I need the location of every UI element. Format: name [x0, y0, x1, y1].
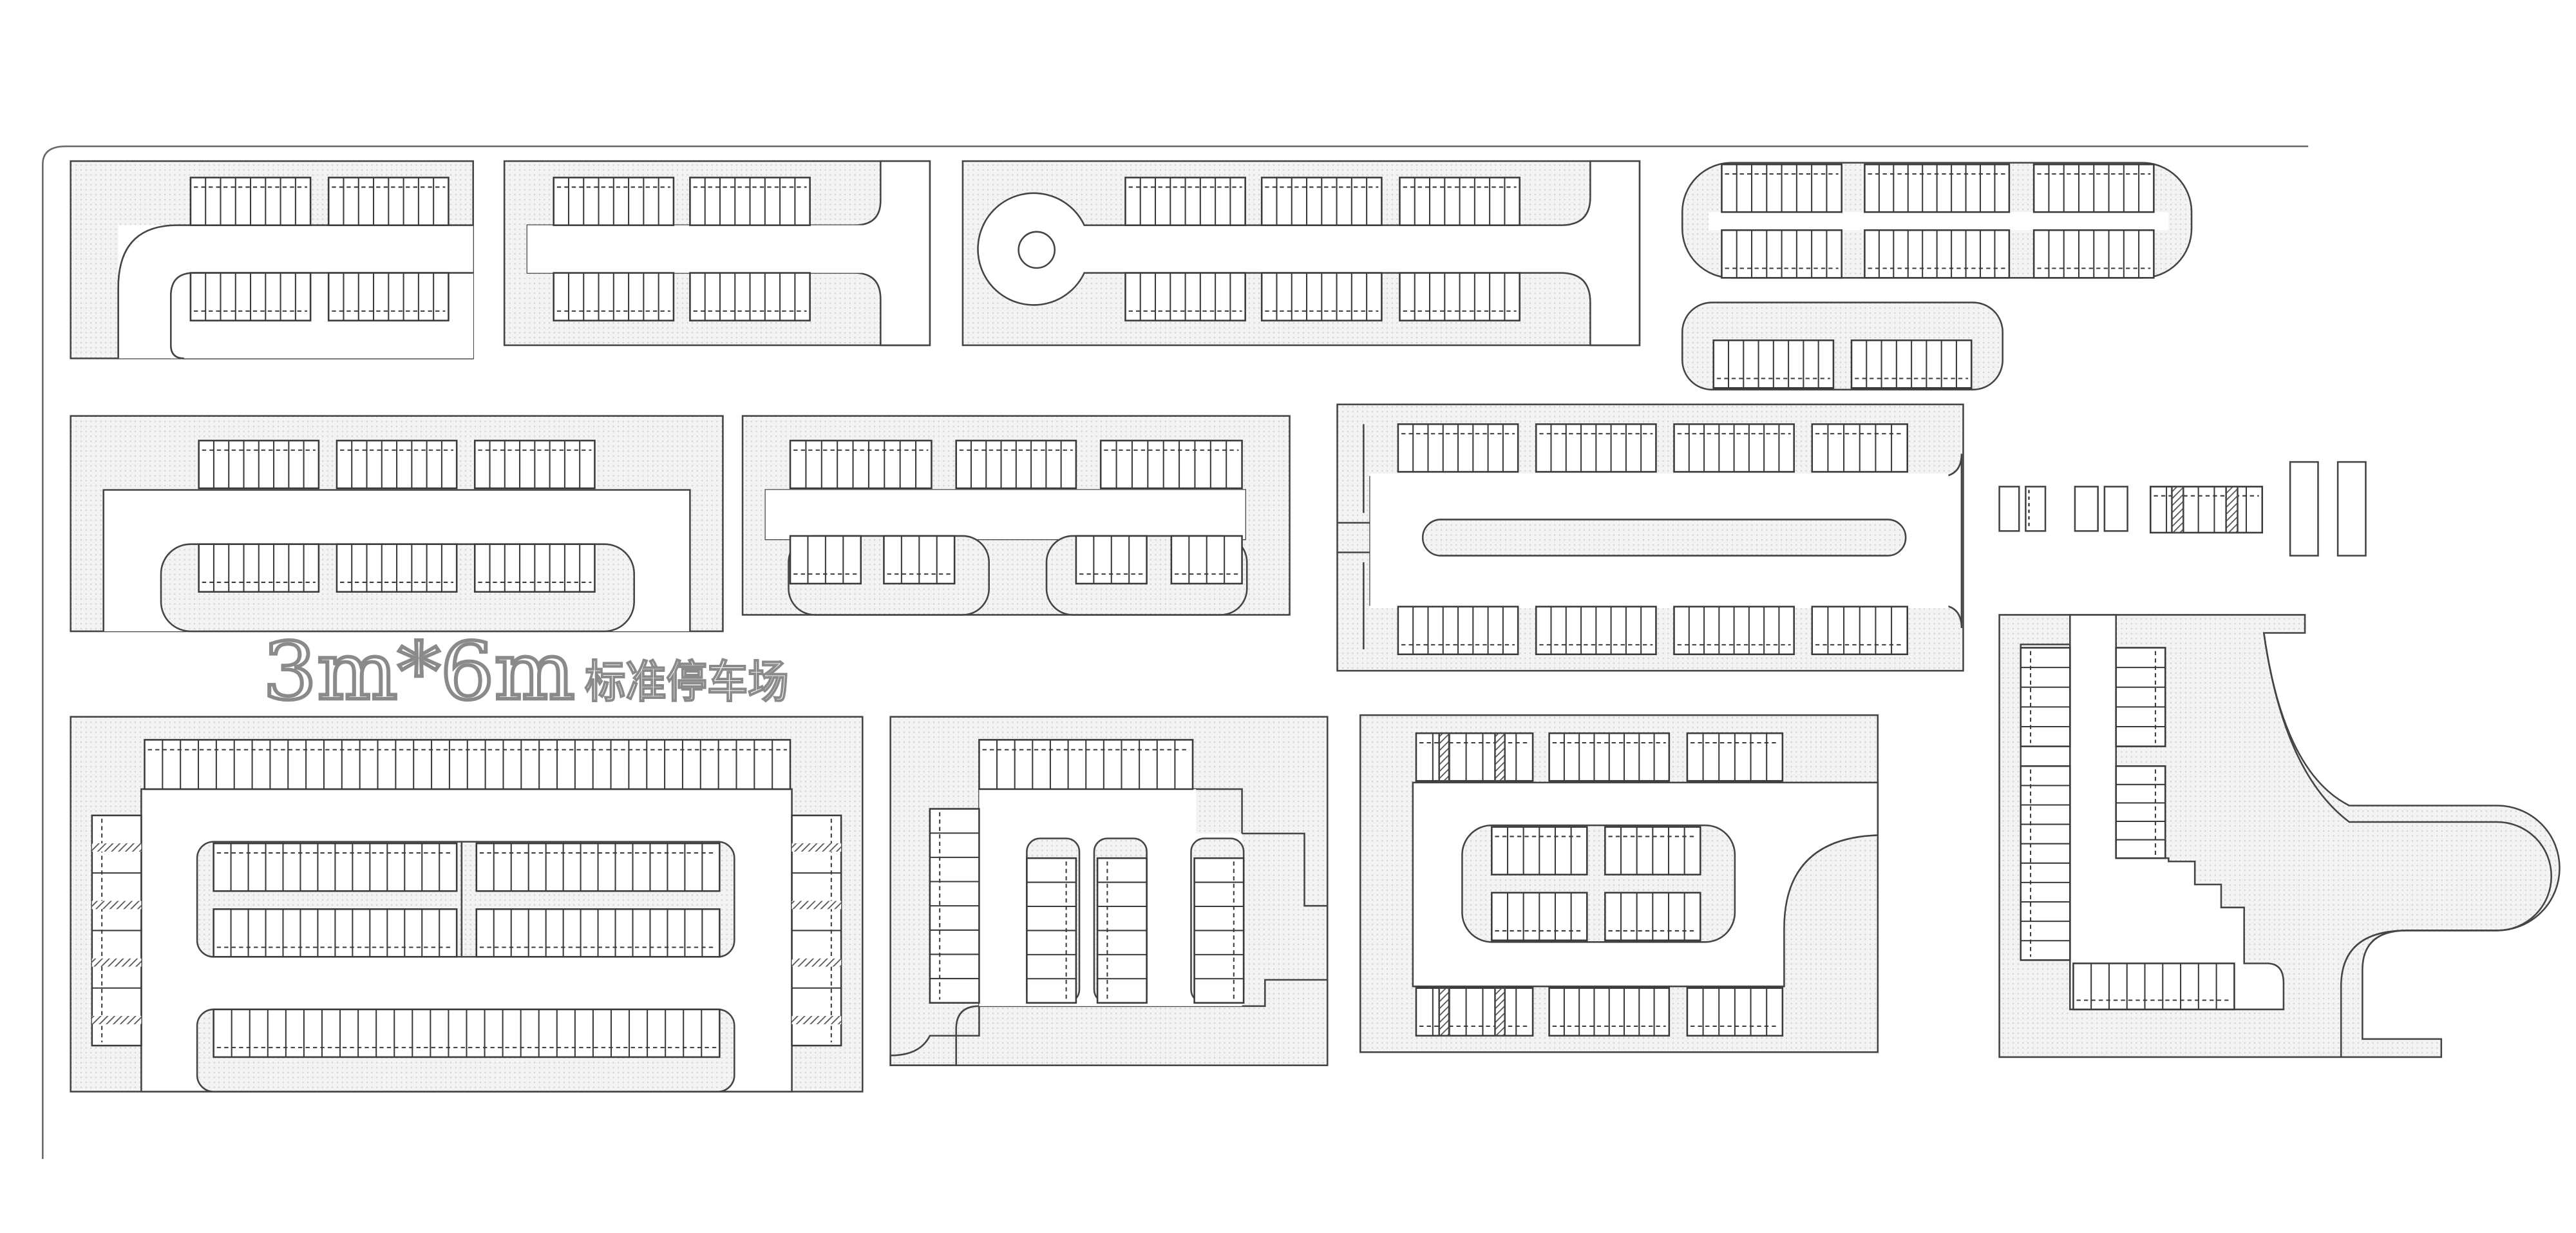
stall-row: [1099, 439, 1243, 490]
parking-lot-5: [1681, 301, 2003, 391]
stall-row: [2072, 962, 2235, 1011]
stall-legend: [1998, 461, 2367, 557]
drawing-title-size: 3m*6m: [263, 626, 575, 718]
parking-lot-9: [70, 716, 864, 1093]
stall-column: [2020, 647, 2071, 747]
parking-lot-11: [1359, 714, 1879, 1053]
parking-lot-3: [961, 160, 1641, 347]
parking-lot-6: [70, 415, 724, 633]
parking-lot-10: [889, 716, 1329, 1066]
site-boundary: [42, 145, 2309, 1160]
stall-row: [2150, 486, 2264, 534]
parking-lot-4: [1681, 162, 2193, 279]
stall-column: [2115, 765, 2166, 859]
stall-row: [1415, 732, 1534, 782]
parking-lot-2: [503, 160, 931, 347]
parking-lot-7: [741, 415, 1291, 616]
parking-lot-12: [1998, 614, 2561, 1058]
parking-lot-1: [70, 160, 474, 359]
stall-row: [1415, 987, 1534, 1037]
drawing-title-label: 标准停车场: [585, 656, 788, 708]
parking-lot-8: [1336, 403, 1964, 672]
stall-column: [2115, 647, 2166, 747]
stall-row: [789, 439, 933, 490]
